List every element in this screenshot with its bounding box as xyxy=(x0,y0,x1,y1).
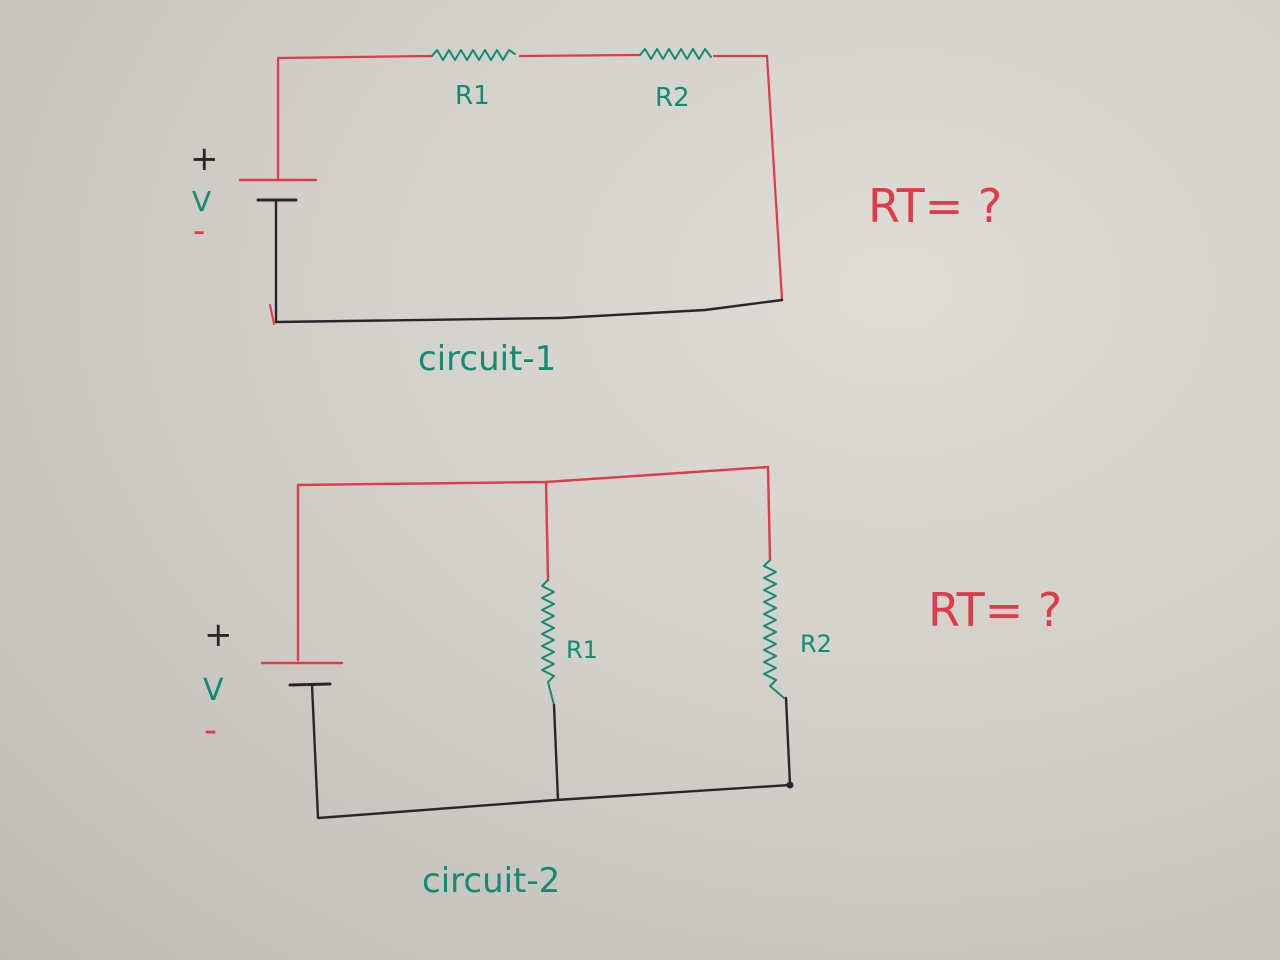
circuit-2 xyxy=(260,465,794,820)
circuit-1 xyxy=(238,48,784,325)
circuit-1-caption: circuit-1 xyxy=(418,339,556,379)
circuit-2-middle-branch xyxy=(544,480,550,582)
circuit-2-voltage-label: V xyxy=(203,673,224,708)
circuit-1-bottom-wire-right xyxy=(558,298,784,320)
circuit-2-resistor-r2 xyxy=(763,559,785,699)
circuit-1-bottom-wire-return xyxy=(269,304,275,325)
circuit-2-resistor-r1 xyxy=(541,579,555,706)
circuit-1-r2-label: R2 xyxy=(655,83,690,113)
circuit-2-r1-label: R1 xyxy=(566,636,598,664)
circuit-1-plus-sign: + xyxy=(190,139,219,179)
circuit-2-minus-sign: - xyxy=(204,710,217,751)
circuit-2-junction-dot xyxy=(786,781,794,789)
circuit-1-total-resistance-question: RT= ? xyxy=(868,179,1002,233)
circuit-1-top-wire xyxy=(276,53,784,302)
circuit-2-plus-sign: + xyxy=(204,615,233,655)
circuit-1-bottom-wire-negative xyxy=(274,200,562,324)
circuit-1-r1-label: R1 xyxy=(455,81,490,111)
circuit-2-middle-return xyxy=(552,703,560,802)
circuit-2-r2-label: R2 xyxy=(800,630,832,658)
circuit-2-battery-negative-plate xyxy=(288,682,332,687)
circuit-2-top-wire xyxy=(296,465,772,662)
circuit-2-bottom-wire xyxy=(310,683,792,820)
circuit-1-voltage-label: V xyxy=(192,185,211,218)
circuit-1-resistor-r1 xyxy=(431,49,516,61)
circuit-2-total-resistance-question: RT= ? xyxy=(928,583,1062,637)
circuit-1-minus-sign: - xyxy=(193,211,205,251)
circuit-1-resistor-r2 xyxy=(639,48,712,60)
circuit-2-caption: circuit-2 xyxy=(422,861,560,901)
